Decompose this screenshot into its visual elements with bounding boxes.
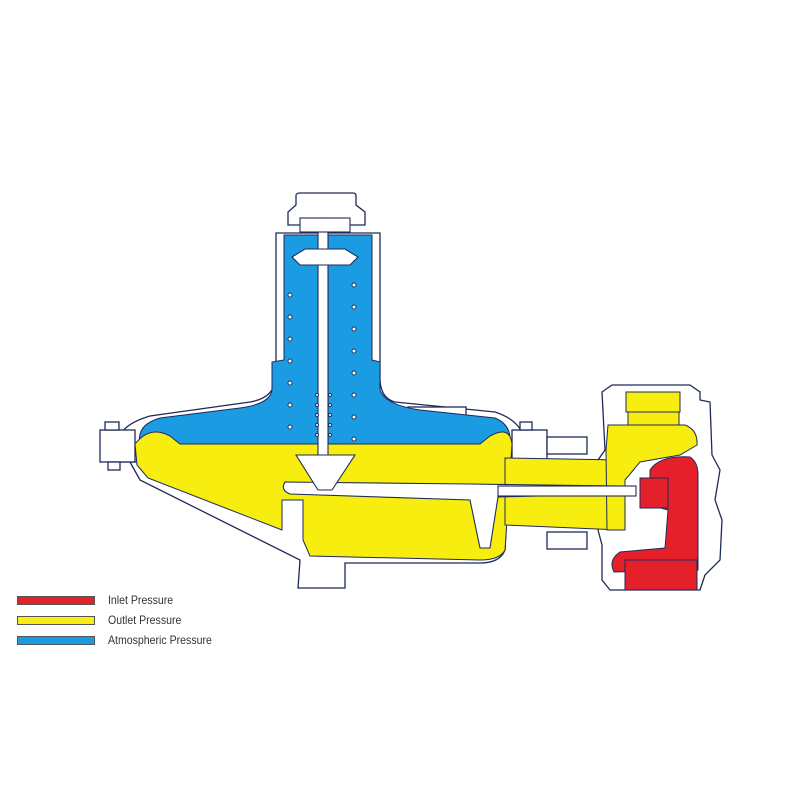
diaphragm-outlet-chamber (134, 431, 513, 561)
spring-adjuster-nut (299, 217, 351, 233)
outlet-port-lower (627, 411, 680, 426)
legend-item-inlet: Inlet Pressure (17, 590, 226, 610)
spring-seat (291, 248, 359, 266)
nut-lower (546, 531, 588, 550)
right-flange (511, 429, 548, 463)
legend-item-outlet: Outlet Pressure (17, 610, 226, 630)
outlet-swatch (17, 615, 95, 625)
valve-outlet-chamber (605, 424, 698, 531)
inlet-port (624, 559, 698, 591)
left-bolt-top (104, 421, 120, 431)
pressure-legend: Inlet Pressure Outlet Pressure Atmospher… (17, 590, 226, 650)
nut-upper (546, 436, 588, 455)
valve-disc (639, 477, 669, 509)
inlet-chamber (611, 456, 699, 573)
bonnet-cap (287, 192, 366, 226)
legend-label: Atmospheric Pressure (108, 633, 212, 647)
inlet-swatch (17, 595, 95, 605)
outlet-port (625, 391, 681, 413)
atmospheric-swatch (17, 635, 95, 645)
valve-stem (497, 485, 637, 497)
right-bolt-top (519, 421, 533, 431)
diaphragm-plate (295, 454, 357, 491)
legend-label: Inlet Pressure (108, 593, 174, 607)
spring-coils (287, 282, 357, 442)
legend-label: Outlet Pressure (108, 613, 182, 627)
left-bolt-bottom (107, 461, 121, 471)
left-flange (99, 429, 136, 463)
legend-item-atmospheric: Atmospheric Pressure (17, 630, 226, 650)
